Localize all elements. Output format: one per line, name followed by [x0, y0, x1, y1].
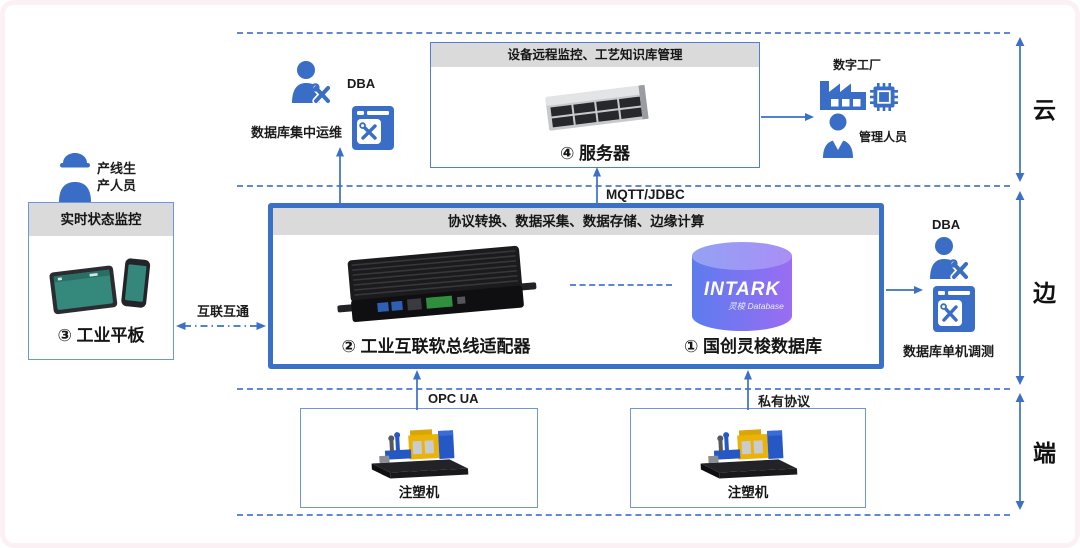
debug-tools-window-icon	[933, 286, 975, 332]
worker-label-line1: 产线生	[97, 161, 137, 176]
injection-machine-image-left	[371, 429, 469, 479]
worker-label: 产线生 产人员	[97, 160, 136, 194]
arrow-gateway-to-dba	[336, 147, 344, 205]
device-zone-extent-arrow	[1015, 393, 1025, 510]
worker-label-line2: 产人员	[97, 178, 137, 193]
manager-person-icon	[823, 113, 853, 158]
adapter-label: ② 工业互联软总线适配器	[341, 337, 531, 356]
intark-logo-subtext: 灵梭 Database	[728, 301, 784, 311]
intark-database-image: INTARK 灵梭 Database	[692, 242, 792, 331]
chip-icon	[870, 83, 898, 111]
zone-divider-edge-device	[237, 388, 1010, 390]
arrow-gateway-to-dba-right	[886, 286, 923, 294]
zone-divider-top	[237, 32, 1010, 34]
injection-machine-image-right	[700, 429, 798, 479]
arrow-tablet-gateway	[176, 322, 266, 330]
zone-divider-bottom	[237, 514, 1010, 516]
server-box-header: 设备远程监控、工艺知识库管理	[431, 43, 759, 67]
arrow-server-to-factory	[761, 113, 814, 121]
database-label: ① 国创灵梭数据库	[683, 337, 823, 356]
tablet-label: ③ 工业平板	[57, 326, 145, 345]
monitor-box-header: 实时状态监控	[29, 203, 173, 236]
arrow-gateway-to-server	[593, 167, 601, 205]
monitor-box: 实时状态监控 ③ 工业平板	[28, 202, 174, 360]
dba-caption-cloud: 数据库集中运维	[251, 125, 343, 140]
arrow-machine-right-to-gateway	[744, 370, 752, 410]
bus-adapter-image	[337, 245, 537, 323]
factory-label: 数字工厂	[833, 58, 882, 72]
server-image	[545, 84, 649, 131]
ops-tools-window-icon	[352, 106, 394, 150]
cloud-zone-extent-arrow	[1015, 37, 1025, 182]
worker-icon	[59, 153, 91, 202]
server-box: 设备远程监控、工艺知识库管理 ④ 服务器	[430, 42, 760, 168]
mqtt-jdbc-label: MQTT/JDBC	[606, 187, 685, 202]
adapter-db-connector	[570, 284, 672, 286]
machine-box-right: 注塑机	[630, 408, 866, 508]
arrow-machine-left-to-gateway	[413, 370, 421, 410]
dba-title-cloud: DBA	[347, 76, 376, 91]
edge-zone-label: 边	[1033, 280, 1056, 306]
dba-person-icon	[292, 61, 331, 105]
manager-label: 管理人员	[859, 130, 908, 144]
device-zone-label: 端	[1033, 440, 1056, 466]
dba-caption-edge: 数据库单机调测	[903, 344, 995, 359]
cloud-zone-label: 云	[1033, 97, 1056, 123]
zone-divider-cloud-edge	[237, 185, 1010, 187]
intark-logo-text: INTARK	[704, 279, 781, 300]
edge-zone-extent-arrow	[1015, 191, 1025, 385]
edge-gateway-box: 协议转换、数据采集、数据存储、边缘计算	[268, 203, 884, 369]
server-label: ④ 服务器	[559, 144, 631, 163]
tablet-phone-image	[49, 258, 151, 315]
dba-person-icon-right	[930, 237, 969, 281]
protocol-label-left: OPC UA	[428, 391, 479, 406]
machine-label-left: 注塑机	[398, 485, 440, 500]
machine-box-left: 注塑机	[300, 408, 538, 508]
factory-icon	[820, 81, 866, 110]
interconnect-label: 互联互通	[197, 304, 250, 319]
dba-title-edge: DBA	[932, 217, 961, 232]
protocol-label-right: 私有协议	[758, 394, 811, 409]
machine-label-right: 注塑机	[727, 485, 769, 500]
gateway-box-header: 协议转换、数据采集、数据存储、边缘计算	[273, 208, 879, 235]
